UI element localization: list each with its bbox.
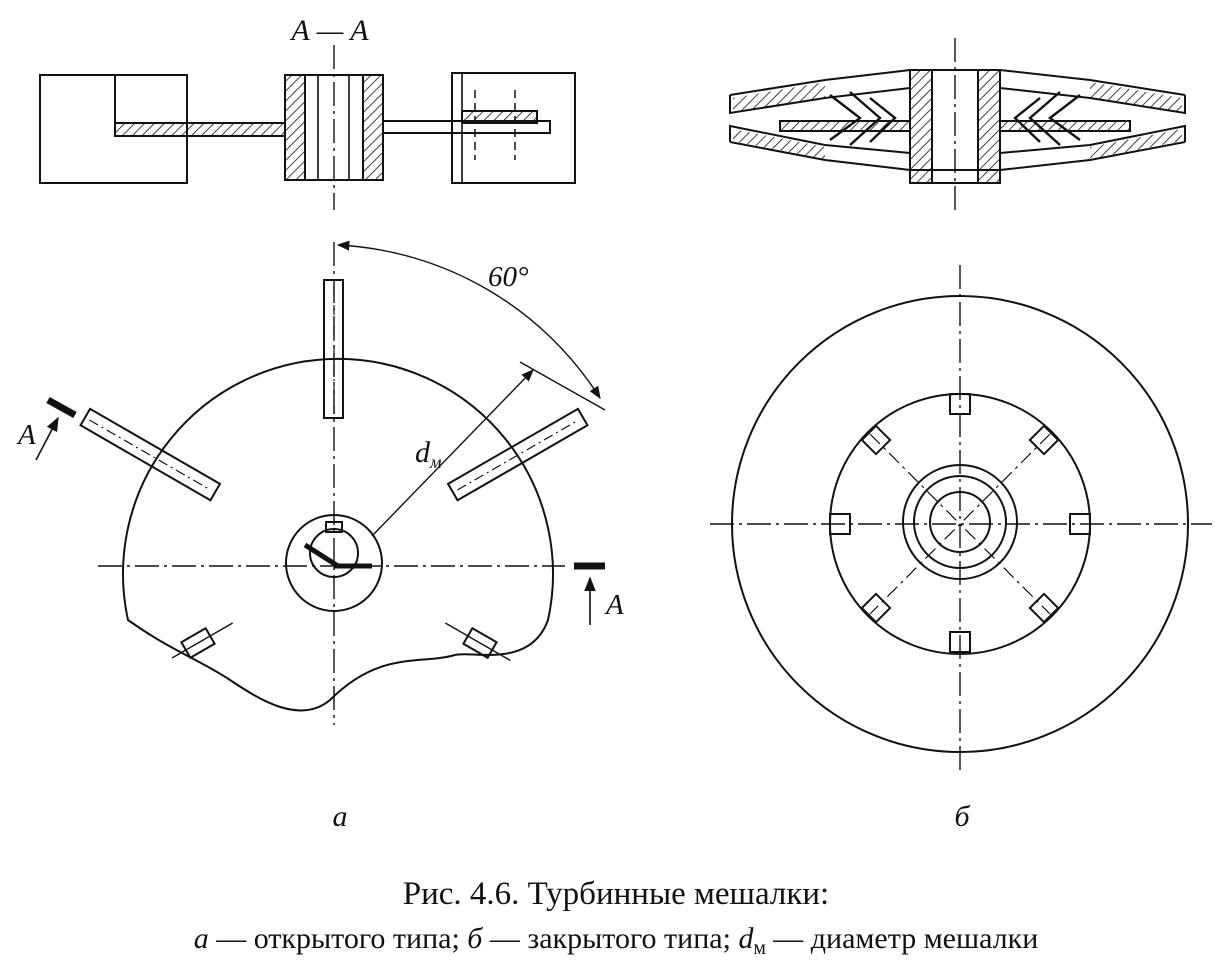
- blade-upper-left: [79, 407, 222, 502]
- caption-d-subscript: м: [753, 938, 766, 959]
- section-label: A — A: [289, 14, 369, 47]
- diameter-label: dм: [415, 436, 442, 472]
- disc-outline: [122, 357, 554, 712]
- caption-d-symbol: d: [738, 922, 754, 955]
- shaft-circle: [309, 528, 359, 578]
- right-blade-section: [461, 110, 538, 124]
- slot-right: [1069, 513, 1091, 535]
- section-view-open-turbine: [39, 45, 576, 210]
- plan-view-open-turbine: [35, 240, 606, 725]
- caption-a-symbol: a: [193, 922, 209, 955]
- section-marker-right-label: A: [604, 589, 624, 621]
- slot-top: [949, 393, 971, 415]
- caption-a-text: — открытого типа;: [208, 922, 468, 955]
- slot-lower-right: [1028, 592, 1060, 624]
- slot-lower-left: [860, 592, 892, 624]
- central-disc-left: [779, 120, 911, 132]
- slot-upper-left: [860, 424, 892, 456]
- blade-upper-right: [446, 407, 589, 502]
- turbine-mixer-drawing: A — A: [16, 14, 1212, 833]
- caption-title: Рис. 4.6. Турбинные мешалки:: [402, 876, 830, 912]
- blade-lower-left: [171, 622, 233, 660]
- section-marker-left-stroke: [46, 396, 77, 419]
- panel-a-label: a: [333, 800, 348, 833]
- panel-b-label: б: [954, 800, 970, 833]
- section-view-closed-turbine: [729, 38, 1186, 210]
- left-blade-section: [114, 122, 286, 137]
- caption-b-text: — закрытого типа;: [482, 922, 739, 955]
- right-block: [451, 72, 576, 184]
- caption-d-text: — диаметр мешалки: [765, 922, 1039, 955]
- angle-label: 60°: [488, 261, 529, 293]
- section-marker-left-arrow: [35, 416, 59, 461]
- hub-circle: [285, 514, 383, 612]
- slot-upper-right: [1028, 424, 1060, 456]
- blade-lower-right: [445, 622, 511, 662]
- angle-dimension-arc: [336, 240, 601, 400]
- key-slot: [325, 521, 343, 533]
- plan-view-closed-turbine: [710, 265, 1212, 775]
- central-disc-right: [999, 120, 1131, 132]
- section-marker-left-label: A: [16, 419, 36, 451]
- caption-b-symbol: б: [467, 922, 483, 955]
- caption-legend: a — открытого типа; б — закрытого типа; …: [0, 916, 1232, 972]
- slot-bottom: [949, 631, 971, 653]
- diameter-dimension-line: [371, 369, 534, 537]
- figure-caption: Рис. 4.6. Турбинные мешалки: a — открыто…: [0, 872, 1232, 972]
- slot-left: [829, 513, 851, 535]
